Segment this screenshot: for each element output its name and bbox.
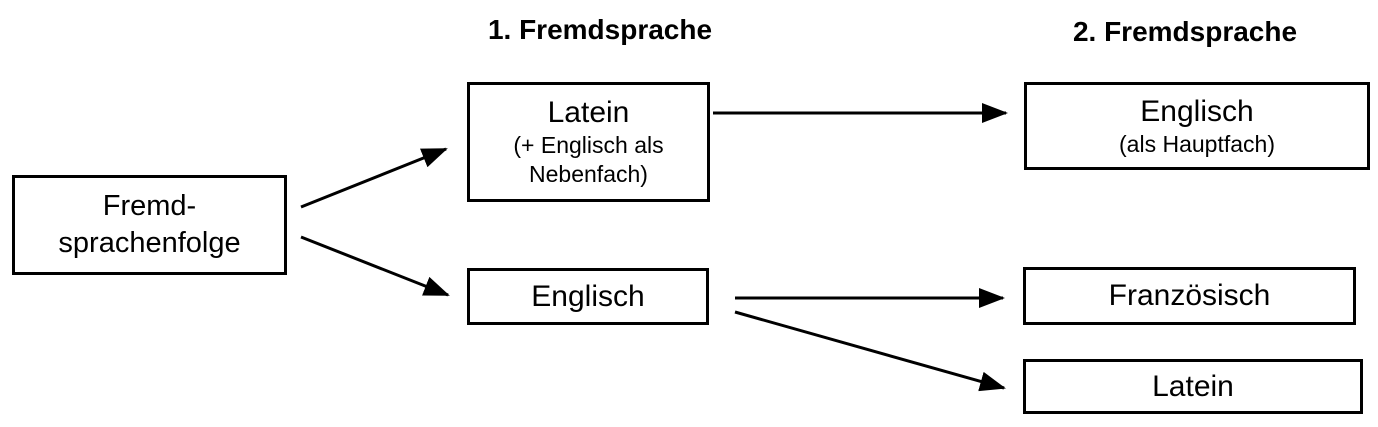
arrow-englisch1-to-latein2 [734, 310, 1006, 392]
node-label-main: Latein [547, 96, 630, 129]
node-label-line: Fremd- [102, 190, 197, 222]
node-label-main: Latein [1152, 369, 1234, 403]
column-header-first-foreign-language: 1. Fremdsprache [487, 14, 713, 45]
node-label-main: Englisch [531, 279, 645, 313]
node-label-main: Französisch [1108, 279, 1271, 312]
column-header-second-foreign-language: 2. Fremdsprache [1072, 16, 1298, 47]
node-latein-second-language: Latein [1023, 359, 1363, 414]
node-latein-first-language: Latein (+ Englisch als Nebenfach) [467, 82, 710, 202]
node-englisch-second-language: Englisch (als Hauptfach) [1024, 82, 1370, 170]
node-fremdsprachenfolge: Fremd- sprachenfolge [12, 175, 287, 275]
node-label-main: Englisch [1140, 94, 1254, 128]
node-label-sub: (als Hauptfach) [1119, 130, 1275, 157]
node-label-sub: Nebenfach) [529, 161, 648, 187]
node-label-sub: (+ Englisch als [513, 132, 664, 158]
node-label-line: sprachenfolge [58, 227, 241, 259]
arrow-root-to-latein1 [300, 147, 448, 209]
node-englisch-first-language: Englisch [467, 268, 709, 325]
node-franzoesisch-second-language: Französisch [1023, 267, 1356, 325]
arrow-root-to-englisch1 [300, 235, 450, 297]
